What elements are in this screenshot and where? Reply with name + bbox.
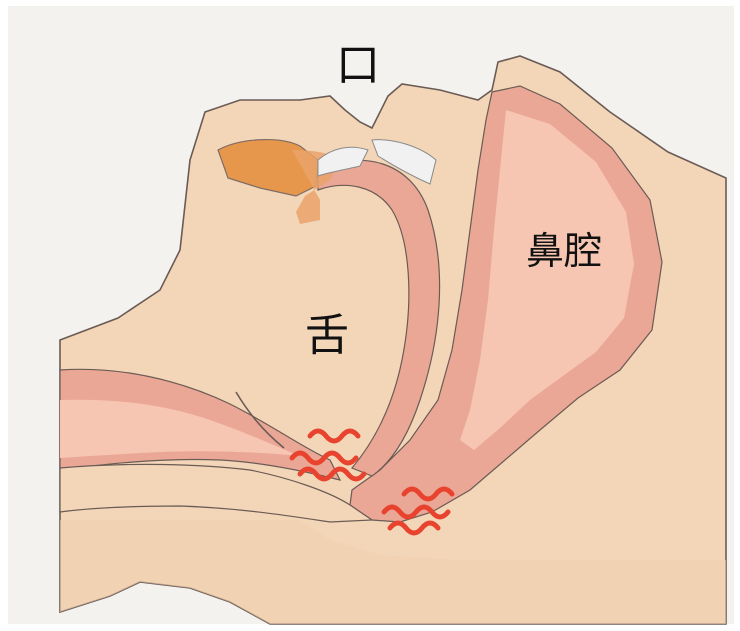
label-nasal-cavity: 鼻腔 — [526, 229, 602, 273]
label-mouth: 口 — [336, 40, 380, 91]
label-tongue: 舌 — [305, 310, 349, 361]
